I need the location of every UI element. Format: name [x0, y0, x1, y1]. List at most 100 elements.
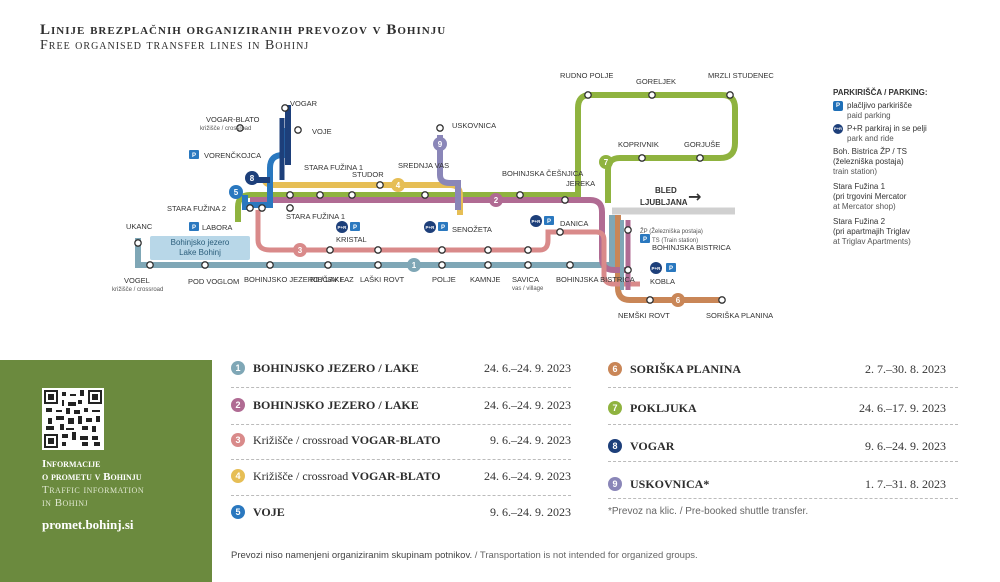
line-4-name: Križišče / crossroad VOGAR-BLATO — [253, 469, 441, 484]
stop-labels: UKANC VOGEL križišče / crossroad POD VOG… — [112, 71, 774, 320]
map-badge-2-circle — [489, 193, 503, 207]
parking-vorenckojca-p: P — [192, 153, 196, 159]
line-2-name-bold: BOHINJSKO JEZERO / LAKE — [253, 397, 419, 412]
line-3-dates: 9. 6.–24. 9. 2023 — [490, 432, 571, 447]
stop-nemski-rovt — [646, 296, 654, 304]
pr-senozeta-icon — [424, 221, 436, 233]
separator — [608, 461, 958, 462]
stop-mrzli-studenec — [726, 91, 734, 99]
legend-bistrica-sl: (železniška postaja) — [833, 157, 904, 166]
line-1-name: BOHINJSKO JEZERO / LAKE — [253, 361, 419, 376]
legend-pr-en: park and ride — [847, 134, 894, 143]
line-3-name-bold: VOGAR-BLATO — [351, 432, 441, 447]
stop-srednja-vas — [421, 191, 429, 199]
stop-polje — [438, 261, 446, 269]
label-zp-sub: TS (Train station) — [652, 238, 698, 244]
line-1-badge: 1 — [231, 361, 245, 375]
label-bohinjska-cesnjica: BOHINJSKA ČEŠNJICA — [502, 169, 583, 178]
parking-danica-icon — [544, 216, 554, 225]
stop-kristal-b — [374, 246, 382, 254]
label-zp: ŽP (Železniška postaja) — [640, 227, 703, 235]
label-vogel-sub: križišče / crossroad — [112, 287, 163, 293]
stop-zp — [624, 226, 632, 234]
transfer-lines-map: Bohinjsko jezero Lake Bohinj BLED LJUBLJ… — [112, 71, 774, 320]
map-badge-7-circle — [599, 155, 613, 169]
footer-sl: Prevozi niso namenjeni organiziranim sku… — [231, 550, 473, 561]
legend-sf2: Stara Fužina 2 (pri apartmajih Triglav a… — [833, 217, 993, 247]
parking-kobla-icon — [666, 263, 676, 272]
qr-code-icon — [44, 390, 102, 448]
stop-studor-a — [348, 191, 356, 199]
label-kobla: KOBLA — [650, 277, 675, 286]
legend-paid-sl: plačljivo parkirišče — [847, 101, 912, 110]
map-badge-3: 3 — [298, 246, 303, 255]
label-ukanc: UKANC — [126, 222, 153, 231]
stop-bohinjsko-jezero — [266, 261, 274, 269]
separator — [231, 459, 571, 460]
stop-voje — [294, 126, 302, 134]
separator — [608, 387, 958, 388]
pr-kobla-label: P+R — [652, 266, 662, 271]
label-pod-voglom: POD VOGLOM — [188, 277, 239, 286]
label-kamnje: KAMNJE — [470, 275, 500, 284]
map-badge-7: 7 — [604, 158, 609, 167]
qr-code[interactable] — [42, 388, 104, 450]
info-line-2: o prometu v Bohinju — [42, 471, 142, 483]
legend-bistrica: Boh. Bistrica ŽP / TS (železniška postaj… — [833, 147, 993, 177]
map-badge-9: 9 — [438, 140, 443, 149]
label-studor: STUDOR — [352, 170, 384, 179]
lake-label-en: Lake Bohinj — [179, 248, 221, 257]
line-1-dates: 24. 6.–24. 9. 2023 — [484, 360, 571, 375]
stop-pod-voglom — [201, 261, 209, 269]
line-9-name: USKOVNICA* — [630, 476, 710, 491]
label-mrzli-studenec: MRZLI STUDENEC — [708, 71, 774, 80]
label-vogar-blato: VOGAR-BLATO — [206, 115, 260, 124]
stop-vogar-blato — [236, 124, 244, 132]
stop-studor — [376, 181, 384, 189]
parking-zp-p: P — [643, 237, 647, 243]
stop-stara-fuzina-1 — [286, 191, 294, 199]
line-5-name: VOJE — [253, 505, 285, 520]
parking-zp-icon — [640, 234, 650, 243]
line-9-dates: 1. 7.–31. 8. 2023 — [865, 476, 946, 491]
pr-senozeta-label: P+R — [426, 225, 436, 230]
label-labora: LABORA — [202, 223, 232, 232]
map-badge-6-circle — [671, 293, 685, 307]
paid-parking-icon: P — [833, 101, 843, 111]
info-line-1: Informacije — [42, 458, 101, 470]
map-badge-8: 8 — [250, 174, 255, 183]
legend-bistrica-title: Boh. Bistrica ŽP / TS — [833, 147, 907, 156]
stop-soriska-planina — [718, 296, 726, 304]
stop-danica-a — [524, 246, 532, 254]
map-badge-5-circle — [229, 185, 243, 199]
separator — [231, 424, 571, 425]
line-6-name: SORIŠKA PLANINA — [630, 361, 742, 376]
parking-labora-icon — [189, 222, 199, 231]
label-laski-rovt: LAŠKI ROVT — [360, 275, 405, 284]
stop-sf2-b — [258, 204, 266, 212]
separator — [608, 498, 958, 499]
stop-rudno-polje — [584, 91, 592, 99]
separator — [231, 387, 571, 388]
label-gorjuse: GORJUŠE — [684, 140, 720, 149]
label-savica-sub: vas / village — [512, 286, 544, 292]
label-bohinjska-bistrica: BOHINJSKA BISTRICA — [652, 243, 731, 252]
map-title: Linije brezplačnih organiziranih prevozo… — [40, 22, 447, 38]
footer-note: Prevozi niso namenjeni organiziranim sku… — [231, 550, 698, 561]
label-savica: SAVICA — [512, 275, 539, 284]
legend-sf2-title: Stara Fužina 2 — [833, 217, 886, 226]
stop-ukanc — [134, 239, 142, 247]
map-badge-9-circle — [433, 137, 447, 151]
park-and-ride-icon: P+R — [833, 124, 843, 134]
map-badge-4-circle — [391, 178, 405, 192]
stop-markers — [134, 91, 734, 304]
label-goreljek: GORELJEK — [636, 77, 676, 86]
legend-pr-sl: P+R parkiraj in se pelji — [847, 124, 927, 133]
info-website-link[interactable]: promet.bohinj.si — [42, 517, 134, 532]
label-kristal: KRISTAL — [336, 235, 367, 244]
line-row-6: 6 SORIŠKA PLANINA 2. 7.–30. 8. 2023 — [608, 358, 946, 380]
pr-kristal-label: P+R — [338, 225, 348, 230]
line-3-name-light: Križišče / crossroad — [253, 432, 352, 447]
stop-goreljek — [648, 91, 656, 99]
stop-gorjuse — [696, 154, 704, 162]
